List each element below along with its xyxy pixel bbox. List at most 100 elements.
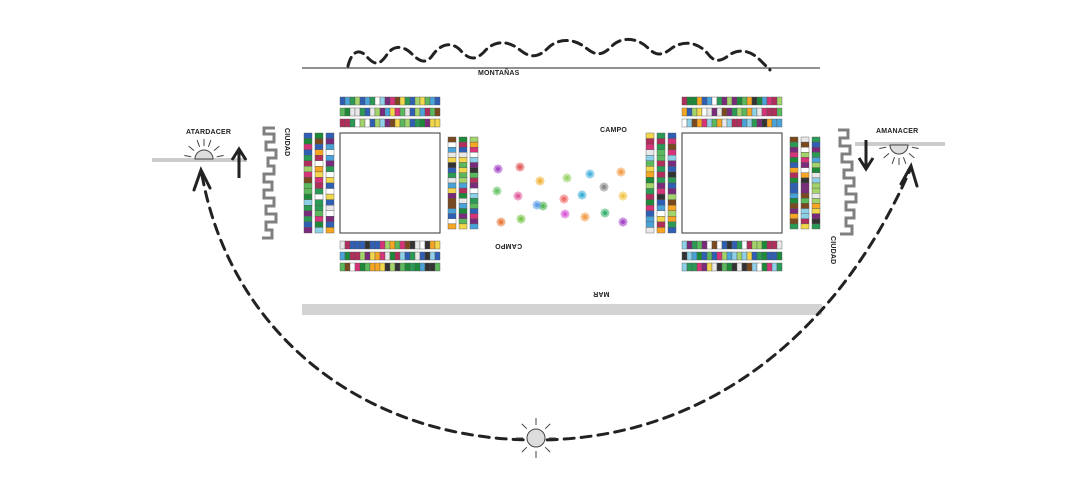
cell — [359, 96, 366, 106]
flower-center — [496, 167, 500, 171]
cell — [800, 208, 810, 214]
flower-center — [541, 204, 545, 208]
sun-ray — [196, 140, 201, 147]
cell — [811, 193, 821, 199]
cell — [746, 262, 753, 272]
cell — [384, 96, 391, 106]
cell — [399, 107, 406, 117]
cell — [303, 132, 313, 139]
cell — [399, 118, 406, 128]
cell — [701, 240, 708, 250]
cell — [325, 171, 335, 178]
cell — [364, 240, 371, 250]
cell — [696, 251, 703, 261]
cell — [404, 96, 411, 106]
cell — [731, 240, 738, 250]
col-right — [469, 136, 479, 230]
cell — [701, 251, 708, 261]
cell — [736, 107, 743, 117]
cell — [414, 96, 421, 106]
cell — [314, 160, 324, 167]
flower-center — [499, 220, 503, 224]
cell — [811, 223, 821, 230]
cell — [711, 118, 718, 128]
cell — [711, 107, 718, 117]
cell — [447, 172, 457, 179]
cell — [303, 188, 313, 195]
cell — [447, 177, 457, 184]
cell — [741, 251, 748, 261]
cell — [458, 147, 468, 153]
sun-ray — [521, 423, 528, 430]
cell — [726, 262, 733, 272]
sun-icon — [184, 139, 224, 160]
cell — [303, 171, 313, 178]
cell — [656, 171, 666, 178]
cell — [469, 172, 479, 179]
cell — [645, 155, 655, 161]
cell — [645, 177, 655, 184]
cell — [359, 240, 366, 250]
cell — [656, 188, 666, 195]
cell — [645, 166, 655, 173]
cell — [645, 205, 655, 211]
cell — [800, 167, 810, 173]
cell — [409, 262, 416, 272]
cell — [364, 251, 371, 261]
cell — [789, 193, 799, 199]
cell — [789, 187, 799, 194]
cell — [424, 107, 431, 117]
flower-center — [588, 172, 592, 176]
cell — [656, 138, 666, 145]
cell — [811, 213, 821, 219]
cell — [811, 172, 821, 179]
cell — [349, 262, 356, 272]
courtyard — [339, 132, 441, 234]
cell — [811, 208, 821, 214]
sun-ray — [213, 145, 220, 152]
cell — [314, 143, 324, 150]
cell — [789, 172, 799, 179]
row-bottom — [681, 262, 783, 272]
cell — [424, 96, 431, 106]
cell — [667, 166, 677, 173]
sun-ray — [891, 157, 896, 164]
cell — [721, 96, 728, 106]
cell — [771, 262, 778, 272]
cell — [369, 251, 376, 261]
cell — [681, 96, 688, 106]
cell — [656, 166, 666, 173]
cell — [374, 251, 381, 261]
settlement-left — [303, 96, 479, 272]
cell — [811, 187, 821, 194]
sun-ray — [521, 446, 528, 453]
cell — [656, 177, 666, 184]
row-bottom — [339, 240, 441, 250]
cell — [686, 118, 693, 128]
cell — [458, 223, 468, 230]
cell — [751, 107, 758, 117]
cell — [414, 118, 421, 128]
cell — [731, 118, 738, 128]
cell — [645, 188, 655, 195]
city-left-label: CIUDAD — [283, 128, 290, 157]
col-left — [325, 132, 335, 234]
cell — [389, 118, 396, 128]
cell — [303, 216, 313, 223]
cell — [716, 96, 723, 106]
sun-disc — [889, 144, 909, 155]
cell — [706, 240, 713, 250]
cell — [447, 198, 457, 204]
cell — [761, 118, 768, 128]
cell — [771, 251, 778, 261]
cell — [800, 198, 810, 204]
cell — [314, 177, 324, 184]
cell — [447, 193, 457, 199]
cell — [789, 157, 799, 163]
cell — [339, 240, 346, 250]
cell — [399, 240, 406, 250]
cell — [711, 251, 718, 261]
cell — [469, 213, 479, 219]
cell — [701, 107, 708, 117]
cell — [800, 162, 810, 168]
